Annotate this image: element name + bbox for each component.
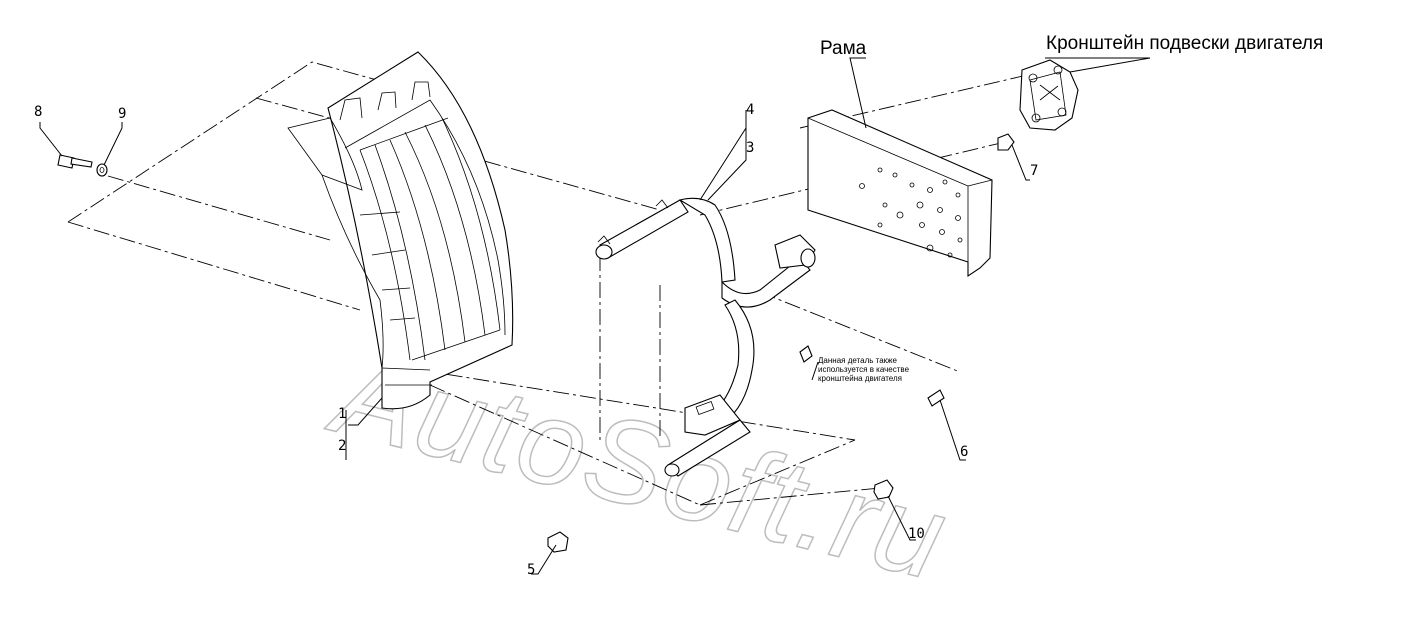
callout-10: 10	[908, 526, 925, 542]
label-frame: Рама	[820, 38, 867, 59]
label-engine-bracket: Кронштейн подвески двигателя	[1046, 33, 1323, 54]
note-line-2: используется в качестве	[818, 365, 910, 374]
washer-9	[96, 163, 108, 177]
engine-mount-bracket	[1019, 59, 1079, 131]
note-line-1: Данная деталь также	[818, 356, 898, 365]
callout-3: 3	[746, 140, 754, 156]
fender-part	[287, 51, 514, 410]
callout-7: 7	[1030, 163, 1038, 179]
callout-9: 9	[118, 106, 126, 122]
nut-7	[997, 133, 1015, 151]
callout-2: 2	[338, 438, 346, 454]
nut-5	[547, 531, 569, 553]
frame-holes	[859, 167, 963, 258]
note-line-3: кронштейна двигателя	[818, 374, 902, 383]
tube-bracket	[595, 197, 816, 477]
bolt-8	[57, 154, 93, 169]
callout-1: 1	[338, 406, 346, 422]
callout-5: 5	[527, 562, 535, 578]
callout-8: 8	[34, 104, 42, 120]
frame-rail	[807, 109, 993, 278]
callout-6: 6	[960, 444, 968, 460]
callout-4: 4	[746, 102, 754, 118]
bolt-6	[799, 345, 945, 407]
leader-lines	[39, 57, 1151, 575]
